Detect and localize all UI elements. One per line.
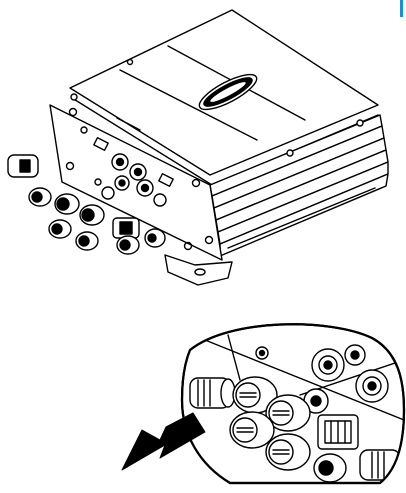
plug [7, 154, 39, 178]
connector-detail-callout [180, 323, 406, 485]
rca-jack-detail [344, 344, 366, 366]
plug [48, 219, 72, 239]
amplifier-unit [7, 9, 389, 286]
plug [54, 193, 80, 215]
page-edge-accent-bar [400, 0, 403, 17]
brand-badge [198, 73, 258, 111]
plug [116, 235, 140, 255]
terminal-plug-detail [229, 411, 275, 449]
mounting-bracket [164, 254, 233, 286]
rca-jack-detail [311, 348, 345, 382]
plug [28, 187, 52, 207]
rca-input-jacks [101, 153, 167, 207]
ribbed-plug-detail [189, 377, 236, 409]
square-connector-detail [317, 414, 359, 450]
speaker-output-plugs [7, 154, 166, 255]
plug [79, 204, 105, 226]
rca-jack-detail [303, 388, 329, 414]
amplifier-front-panel [49, 104, 223, 261]
plug [144, 228, 166, 248]
plug [75, 231, 99, 251]
plug [112, 217, 140, 239]
terminal-plug-detail [232, 376, 278, 414]
cover-screws [70, 58, 364, 157]
round-plug-detail [313, 453, 347, 483]
arrow-icon [121, 412, 206, 471]
terminal-plug-detail [265, 394, 311, 432]
terminal-plug-detail [265, 433, 311, 471]
rca-jack-detail [355, 369, 389, 403]
heatsink-fins [209, 114, 389, 257]
